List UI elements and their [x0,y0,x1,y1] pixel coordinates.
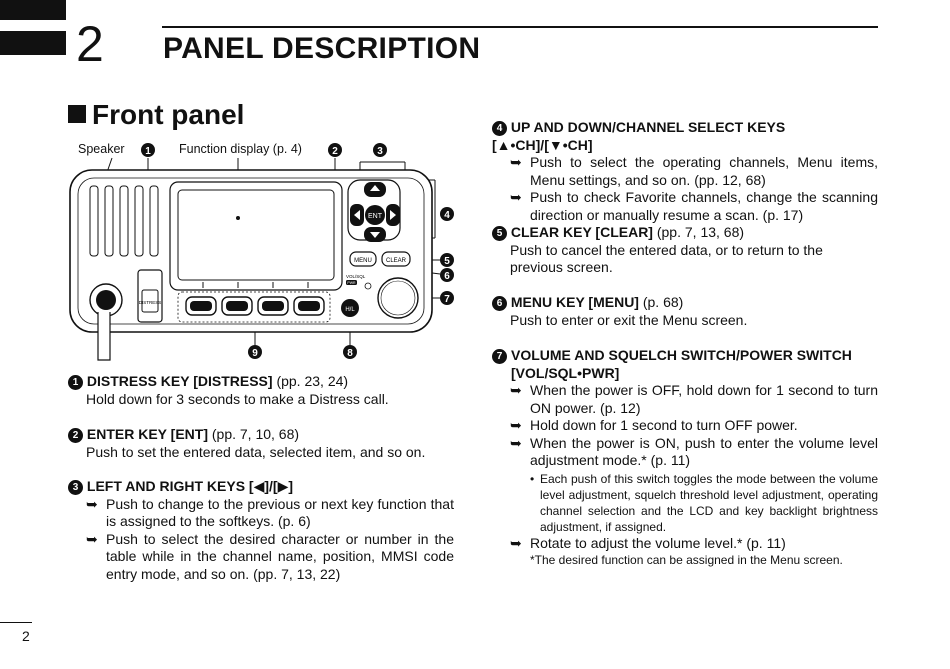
h-l-key [341,299,359,317]
vol-sql-label: VOL/SQL [346,274,366,279]
chapter-number: 2 [76,16,104,72]
number-3-icon: 3 [68,480,83,495]
section-title: Front panel [92,99,245,130]
number-2-icon: 2 [68,428,83,443]
callout-7: 7 [444,294,450,305]
distress-key-text: DISTRESS [139,300,162,305]
arrow-bullet-icon: ➥ [510,154,522,170]
item-vol-sql-pwr: 7 VOLUME AND SQUELCH SWITCH/POWER SWITCH … [492,347,878,568]
item-text: Push to set the entered data, selected i… [86,443,426,460]
arrow-bullet-icon: ➥ [510,534,522,551]
item-pages: (pp. 7, 10, 68) [207,426,300,442]
arrow-bullet-icon: ➥ [86,495,98,512]
item-enter-key: 2 ENTER KEY [ENT] (pp. 7, 10, 68) Push t… [68,426,454,461]
number-7-icon: 7 [492,349,507,364]
pwr-label: PWR [347,281,356,285]
bullet-item: ➥Rotate to adjust the volume level.* (p.… [510,534,786,551]
arrow-bullet-icon: ➥ [510,382,522,398]
item-text: Push to cancel the entered data, or to r… [510,241,823,276]
callout-9: 9 [252,348,258,359]
bullet-item: ➥Push to change to the previous or next … [86,495,454,530]
chapter-tab-top [0,0,66,20]
arrow-bullet-icon: ➥ [86,530,98,547]
number-4-icon: 4 [492,121,507,136]
item-heading: ENTER KEY [ENT] [86,426,208,442]
bullet-item: ➥Hold down for 1 second to turn OFF powe… [510,417,798,433]
section-heading: Front panel [68,98,244,132]
item-clear-key: 5 CLEAR KEY [CLEAR] (pp. 7, 13, 68) Push… [492,224,878,277]
arrow-bullet-icon: ➥ [510,189,522,205]
bullet-item: ➥Push to select the desired character or… [86,530,454,582]
chapter-tab-bar [0,31,66,55]
item-up-down-keys: 4 UP AND DOWN/CHANNEL SELECT KEYS [▲•CH]… [492,119,878,224]
callout-badges: 1 2 3 4 5 6 7 8 9 [141,143,454,359]
square-bullet-icon [68,105,86,123]
softkey-faces [190,301,320,311]
bullet-item: ➥Push to check Favorite channels, change… [510,189,878,223]
dot-bullet-icon: • [530,471,535,486]
distress-key [141,289,159,313]
callout-2: 2 [332,146,338,157]
speaker-label: Speaker [78,142,125,156]
item-pages: (p. 68) [638,294,684,310]
bullet-item: ➥When the power is OFF, hold down for 1 … [510,382,878,416]
speaker-grille [89,185,159,257]
callout-3: 3 [377,146,383,157]
menu-key [349,251,377,267]
display-label: Function display (p. 4) [179,142,302,156]
radio-front-panel-figure: DISTRESS ENT MENU CLEAR VOL/SQL PWR H/L … [69,143,454,361]
item-menu-key: 6 MENU KEY [MENU] (p. 68) Push to enter … [492,294,878,329]
ent-key [365,205,385,225]
item-pages: (pp. 23, 24) [272,373,349,389]
callout-1: 1 [145,146,151,157]
bullet-item: ➥When the power is ON, push to enter the… [510,434,878,469]
number-1-icon: 1 [68,375,83,390]
item-text: Push to enter or exit the Menu screen. [510,311,748,328]
number-6-icon: 6 [492,296,507,311]
item-heading: DISTRESS KEY [DISTRESS] [86,373,273,389]
item-pages: (pp. 7, 13, 68) [652,224,745,240]
page-title: PANEL DESCRIPTION [163,32,481,65]
footer-rule [0,622,32,623]
item-heading: LEFT AND RIGHT KEYS [◀]/[▶] [86,478,294,494]
item-heading: MENU KEY [MENU] [510,294,639,310]
vol-sql-knob [377,277,419,319]
item-heading: VOLUME AND SQUELCH SWITCH/POWER SWITCH [… [511,347,852,381]
h-l-key-text: H/L [345,307,355,313]
ent-key-text: ENT [368,213,383,220]
title-rule [162,26,878,28]
bullet-item: ➥Push to select the operating channels, … [510,154,878,188]
page-number: 2 [22,628,30,644]
callout-6: 6 [444,271,450,282]
menu-key-text: MENU [354,258,372,264]
callout-5: 5 [444,256,450,267]
clear-key [381,251,411,267]
number-5-icon: 5 [492,226,507,241]
item-left-right-keys: 3 LEFT AND RIGHT KEYS [◀]/[▶] ➥Push to c… [68,478,454,583]
item-heading: CLEAR KEY [CLEAR] [510,224,653,240]
arrow-bullet-icon: ➥ [510,417,522,433]
clear-key-text: CLEAR [386,258,407,264]
mic-cable [97,312,111,361]
callout-4: 4 [444,210,450,221]
callout-8: 8 [347,348,353,359]
item-distress-key: 1 DISTRESS KEY [DISTRESS] (pp. 23, 24) H… [68,373,454,408]
footnote: *The desired function can be assigned in… [530,553,843,567]
item-text: Hold down for 3 seconds to make a Distre… [86,390,389,407]
function-display [177,189,335,281]
sub-note: •Each push of this switch toggles the mo… [530,471,878,534]
arrow-bullet-icon: ➥ [510,434,522,451]
item-heading: UP AND DOWN/CHANNEL SELECT KEYS [▲•CH]/[… [492,119,786,153]
